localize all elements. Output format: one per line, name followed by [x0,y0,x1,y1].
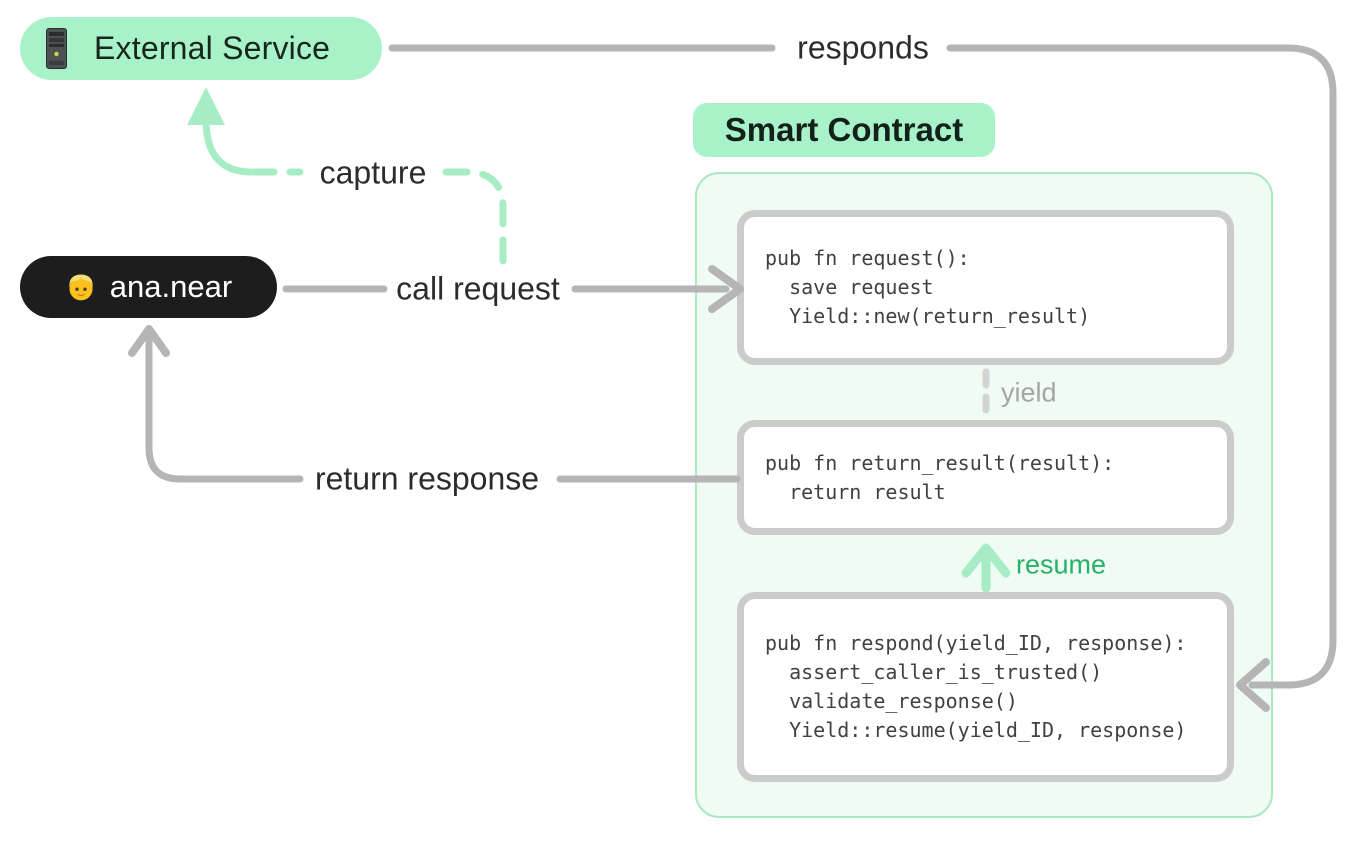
code-line: return result [765,479,946,504]
user-account-node: ana.near [20,256,277,318]
request-function-box: pub fn request(): save request Yield::ne… [737,210,1234,365]
return-response-arrowhead [128,325,170,357]
external-service-node: External Service [20,17,382,80]
capture-dashed-right [442,168,507,272]
edge-label-capture: capture [319,154,427,191]
code-line: validate_response() [765,689,1018,713]
code-line: pub fn return_result(result): [765,450,1115,475]
capture-arrowhead [187,87,225,125]
smart-contract-title: Smart Contract [693,103,995,157]
edge-label-call-request: call request [396,270,560,307]
code-line: pub fn request(): [765,246,970,270]
return-response-line-left [145,333,304,483]
user-account-label: ana.near [109,269,233,304]
code-line: save request [765,275,934,299]
server-icon [46,28,67,69]
external-service-label: External Service [94,30,331,66]
smart-contract-title-label: Smart Contract [724,111,964,148]
code-line: Yield::resume(yield_ID, response) [765,718,1187,742]
person-icon [69,274,93,301]
edge-label-return-response: return response [314,460,540,497]
edge-label-resume: resume [1016,549,1107,580]
code-line: assert_caller_is_trusted() [765,660,1103,684]
edge-label-responds: responds [797,29,929,66]
return-result-function-box: pub fn return_result(result): return res… [737,420,1234,535]
code-line: pub fn respond(yield_ID, response): [765,631,1187,655]
capture-curve-solid [202,116,254,176]
respond-function-box: pub fn respond(yield_ID, response): asse… [737,592,1234,782]
code-line: Yield::new(return_result) [765,304,1091,328]
edge-label-yield: yield [1001,377,1057,408]
